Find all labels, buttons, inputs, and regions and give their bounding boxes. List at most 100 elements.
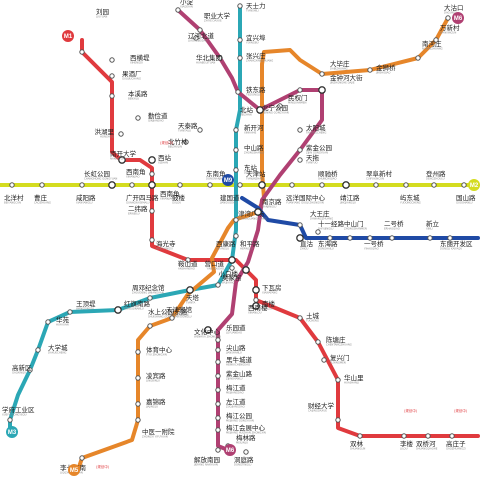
station-marker-tiantuo[interactable]	[297, 157, 303, 163]
station-marker-gaozhuangzi[interactable]	[449, 433, 455, 439]
station-marker-xihengdi[interactable]	[109, 57, 115, 63]
station-marker-huabei[interactable]	[217, 55, 223, 61]
station-marker-dawangzhuang[interactable]	[297, 222, 303, 228]
station-marker-beiyangcun[interactable]	[9, 182, 15, 188]
station-marker-xizhan[interactable]	[148, 156, 156, 164]
station-marker-liqizhuang[interactable]	[79, 455, 85, 461]
station-marker-guoyuan[interactable]	[109, 73, 115, 79]
station-marker-yixingbu[interactable]	[237, 37, 243, 43]
station-marker-nanjingjie[interactable]	[254, 208, 262, 216]
station-marker-jianshan[interactable]	[215, 347, 221, 353]
station-marker-jinshihe[interactable]	[367, 67, 373, 73]
station-marker-honghuli[interactable]	[118, 131, 124, 137]
station-marker-xikangnlu[interactable]	[229, 265, 235, 271]
station-marker-zhiyedaxue[interactable]	[197, 27, 203, 33]
station-marker-tianbin[interactable]	[169, 315, 175, 321]
station-marker-jingangqiao[interactable]	[233, 147, 239, 153]
station-marker-tucheng[interactable]	[297, 315, 303, 321]
station-marker-dongxinzhuang[interactable]	[183, 139, 189, 145]
station-marker-dongli[interactable]	[447, 235, 453, 241]
station-marker-jiajiang[interactable]	[135, 401, 141, 407]
station-marker-dagukou[interactable]	[445, 15, 451, 21]
station-marker-zuojiang[interactable]	[215, 401, 221, 407]
station-marker-hepinglu[interactable]	[233, 233, 239, 239]
station-marker-gaoxinqu[interactable]	[27, 367, 33, 373]
station-marker-xianyang[interactable]	[118, 156, 126, 164]
station-marker-tiyuzhongxin[interactable]	[135, 349, 141, 355]
station-marker-dabizhuang[interactable]	[319, 71, 325, 77]
station-marker-xiawafang[interactable]	[252, 286, 260, 294]
station-marker-zhongyiyuan[interactable]	[135, 417, 141, 423]
station-marker-xinanjiao[interactable]	[149, 171, 155, 177]
station-marker-zhilulu[interactable]	[296, 234, 304, 242]
station-marker-erweilu[interactable]	[149, 208, 155, 214]
station-marker-lingbinlu[interactable]	[135, 375, 141, 381]
station-marker-meijianghuizhan[interactable]	[215, 427, 221, 433]
station-marker-chenghualu[interactable]	[79, 182, 85, 188]
station-marker-cuifuxincun[interactable]	[373, 182, 379, 188]
station-marker-hongqinanlu[interactable]	[114, 306, 122, 314]
station-marker-tianjinzhan[interactable]	[258, 181, 266, 189]
station-marker-shiyijing[interactable]	[315, 229, 321, 235]
station-marker-yuanyang[interactable]	[289, 182, 295, 188]
station-marker-changhong[interactable]	[108, 181, 116, 189]
station-marker-zhangxingzhuang[interactable]	[237, 55, 243, 61]
station-marker-wanxin[interactable]	[433, 37, 439, 43]
station-marker-liuyuan[interactable]	[79, 49, 85, 55]
station-marker-leyuan[interactable]	[215, 337, 221, 343]
station-marker-beizhan[interactable]	[256, 106, 264, 114]
station-marker-xinan[interactable]	[252, 302, 260, 310]
station-marker-haiguangsi[interactable]	[149, 237, 155, 243]
station-marker-jingjiang[interactable]	[342, 181, 350, 189]
station-marker-xinkai[interactable]	[233, 127, 239, 133]
station-marker-shuangqiaohe[interactable]	[425, 433, 431, 439]
station-marker-lingkang[interactable]	[297, 147, 303, 153]
station-marker-caijingdaxue[interactable]	[335, 417, 341, 423]
station-marker-tiedong[interactable]	[235, 89, 241, 95]
station-marker-erhaoqiao[interactable]	[389, 235, 395, 241]
station-marker-nanlou[interactable]	[253, 297, 259, 303]
station-marker-tianshi[interactable]	[197, 127, 203, 133]
station-marker-tianta[interactable]	[186, 286, 194, 294]
station-marker-gulou[interactable]	[177, 182, 183, 188]
station-marker-guangkai[interactable]	[129, 182, 135, 188]
station-marker-chenlinzhuang[interactable]	[315, 339, 321, 345]
station-marker-shuanglin[interactable]	[357, 433, 363, 439]
station-marker-huayuan[interactable]	[45, 319, 51, 325]
station-marker-xiaobailou[interactable]	[242, 266, 250, 274]
station-marker-lishuang[interactable]	[401, 433, 407, 439]
station-marker-dengzhoulu[interactable]	[431, 182, 437, 188]
station-marker-daxuecheng[interactable]	[35, 347, 41, 353]
station-marker-fuxingmen[interactable]	[321, 357, 327, 363]
station-marker-jinzhonglu[interactable]	[318, 86, 326, 94]
station-marker-hongqinan2[interactable]	[243, 449, 249, 455]
station-marker-liaohebei[interactable]	[193, 35, 199, 41]
station-marker-yudongcheng[interactable]	[403, 182, 409, 188]
station-marker-minquanmen[interactable]	[297, 87, 303, 93]
station-marker-huashanli[interactable]	[335, 377, 341, 383]
station-marker-shuishang[interactable]	[147, 323, 153, 329]
station-marker-xinli[interactable]	[427, 235, 433, 241]
station-marker-wenhuazhongxin[interactable]	[204, 326, 212, 334]
station-marker-qinjianli[interactable]	[135, 115, 141, 121]
station-marker-wujiayao[interactable]	[215, 282, 221, 288]
station-marker-jiefangnan[interactable]	[215, 447, 221, 453]
station-marker-benxilu[interactable]	[109, 93, 115, 99]
station-marker-anshandao[interactable]	[185, 257, 191, 263]
station-marker-shunchi[interactable]	[319, 182, 325, 188]
station-marker-guoshanlu[interactable]	[461, 182, 467, 188]
station-marker-caozhuang[interactable]	[39, 182, 45, 188]
station-marker-xueyuanlu[interactable]	[7, 417, 13, 423]
station-marker-xinanjiao2[interactable]	[148, 181, 156, 189]
station-marker-qiyang[interactable]	[297, 127, 303, 133]
station-marker-meijianggongyuan[interactable]	[215, 415, 221, 421]
station-marker-dongzhan[interactable]	[233, 167, 239, 173]
station-marker-zhongshanmen[interactable]	[347, 235, 353, 241]
station-marker-yihaoqiao[interactable]	[367, 235, 373, 241]
station-marker-tianshili[interactable]	[237, 3, 243, 9]
station-marker-heiniucheng[interactable]	[215, 359, 221, 365]
station-marker-donghailu[interactable]	[327, 235, 333, 241]
station-marker-yingkoudao[interactable]	[228, 256, 236, 264]
station-marker-hongqi[interactable]	[415, 55, 421, 61]
station-marker-dongnanjiao[interactable]	[207, 182, 213, 188]
